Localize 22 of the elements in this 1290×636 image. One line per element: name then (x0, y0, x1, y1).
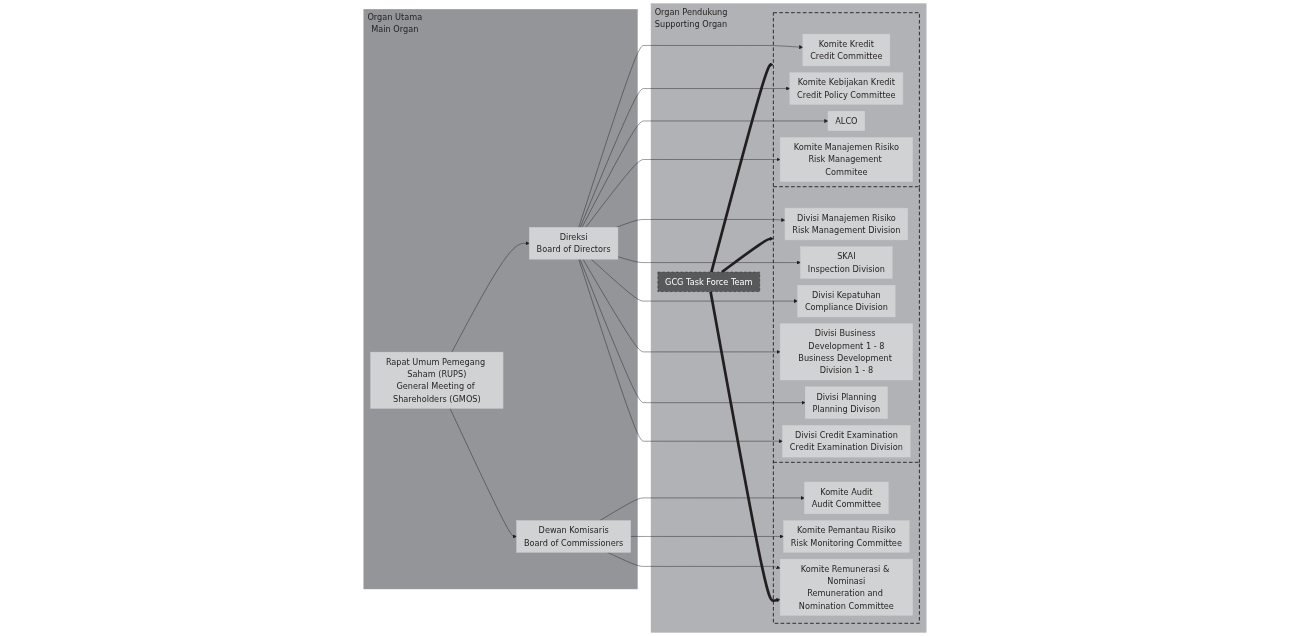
node-box: Rapat Umum Pemegang Saham (RUPS) General Meeting of Shareholders (GMOS) (370, 351, 504, 409)
node-box: Divisi Kepatuhan Compliance Division (797, 285, 896, 318)
node-box: Divisi Credit Examination Credit Examination Division (782, 425, 911, 458)
arrow (721, 236, 774, 274)
node-box: Komite Pemantau Risiko Risk Monitoring Committee (783, 520, 910, 553)
cluster (772, 12, 920, 190)
arrow (709, 291, 781, 603)
node-box: Komite Audit Audit Committee (804, 481, 889, 514)
node-box: SKAI Inspection Division (800, 246, 893, 279)
node-box: GCG Task Force Team (657, 271, 760, 292)
node-box: Divisi Planning Planning Divison (804, 386, 888, 419)
node-box: Direksi Board of Directors (529, 227, 619, 260)
node-box: Komite Remunerasi & Nominasi Remuneration and Nomination Committee (779, 558, 913, 616)
node-box: Divisi Business Development 1 - 8 Business Development Division 1 - 8 (779, 323, 913, 381)
arrow (710, 62, 774, 273)
cluster (772, 461, 920, 624)
node-box: Dewan Komisaris Board of Commissioners (516, 520, 631, 553)
node-box: Komite Kebijakan Kredit Credit Policy Committee (789, 72, 904, 105)
node-box: ALCO (827, 111, 865, 131)
node-box: Komite Kredit Credit Committee (802, 33, 891, 67)
node-box: Komite Manajemen Risiko Risk Management Commitee (779, 137, 913, 182)
node-box: Divisi Manajemen Risiko Risk Management Division (784, 207, 908, 241)
